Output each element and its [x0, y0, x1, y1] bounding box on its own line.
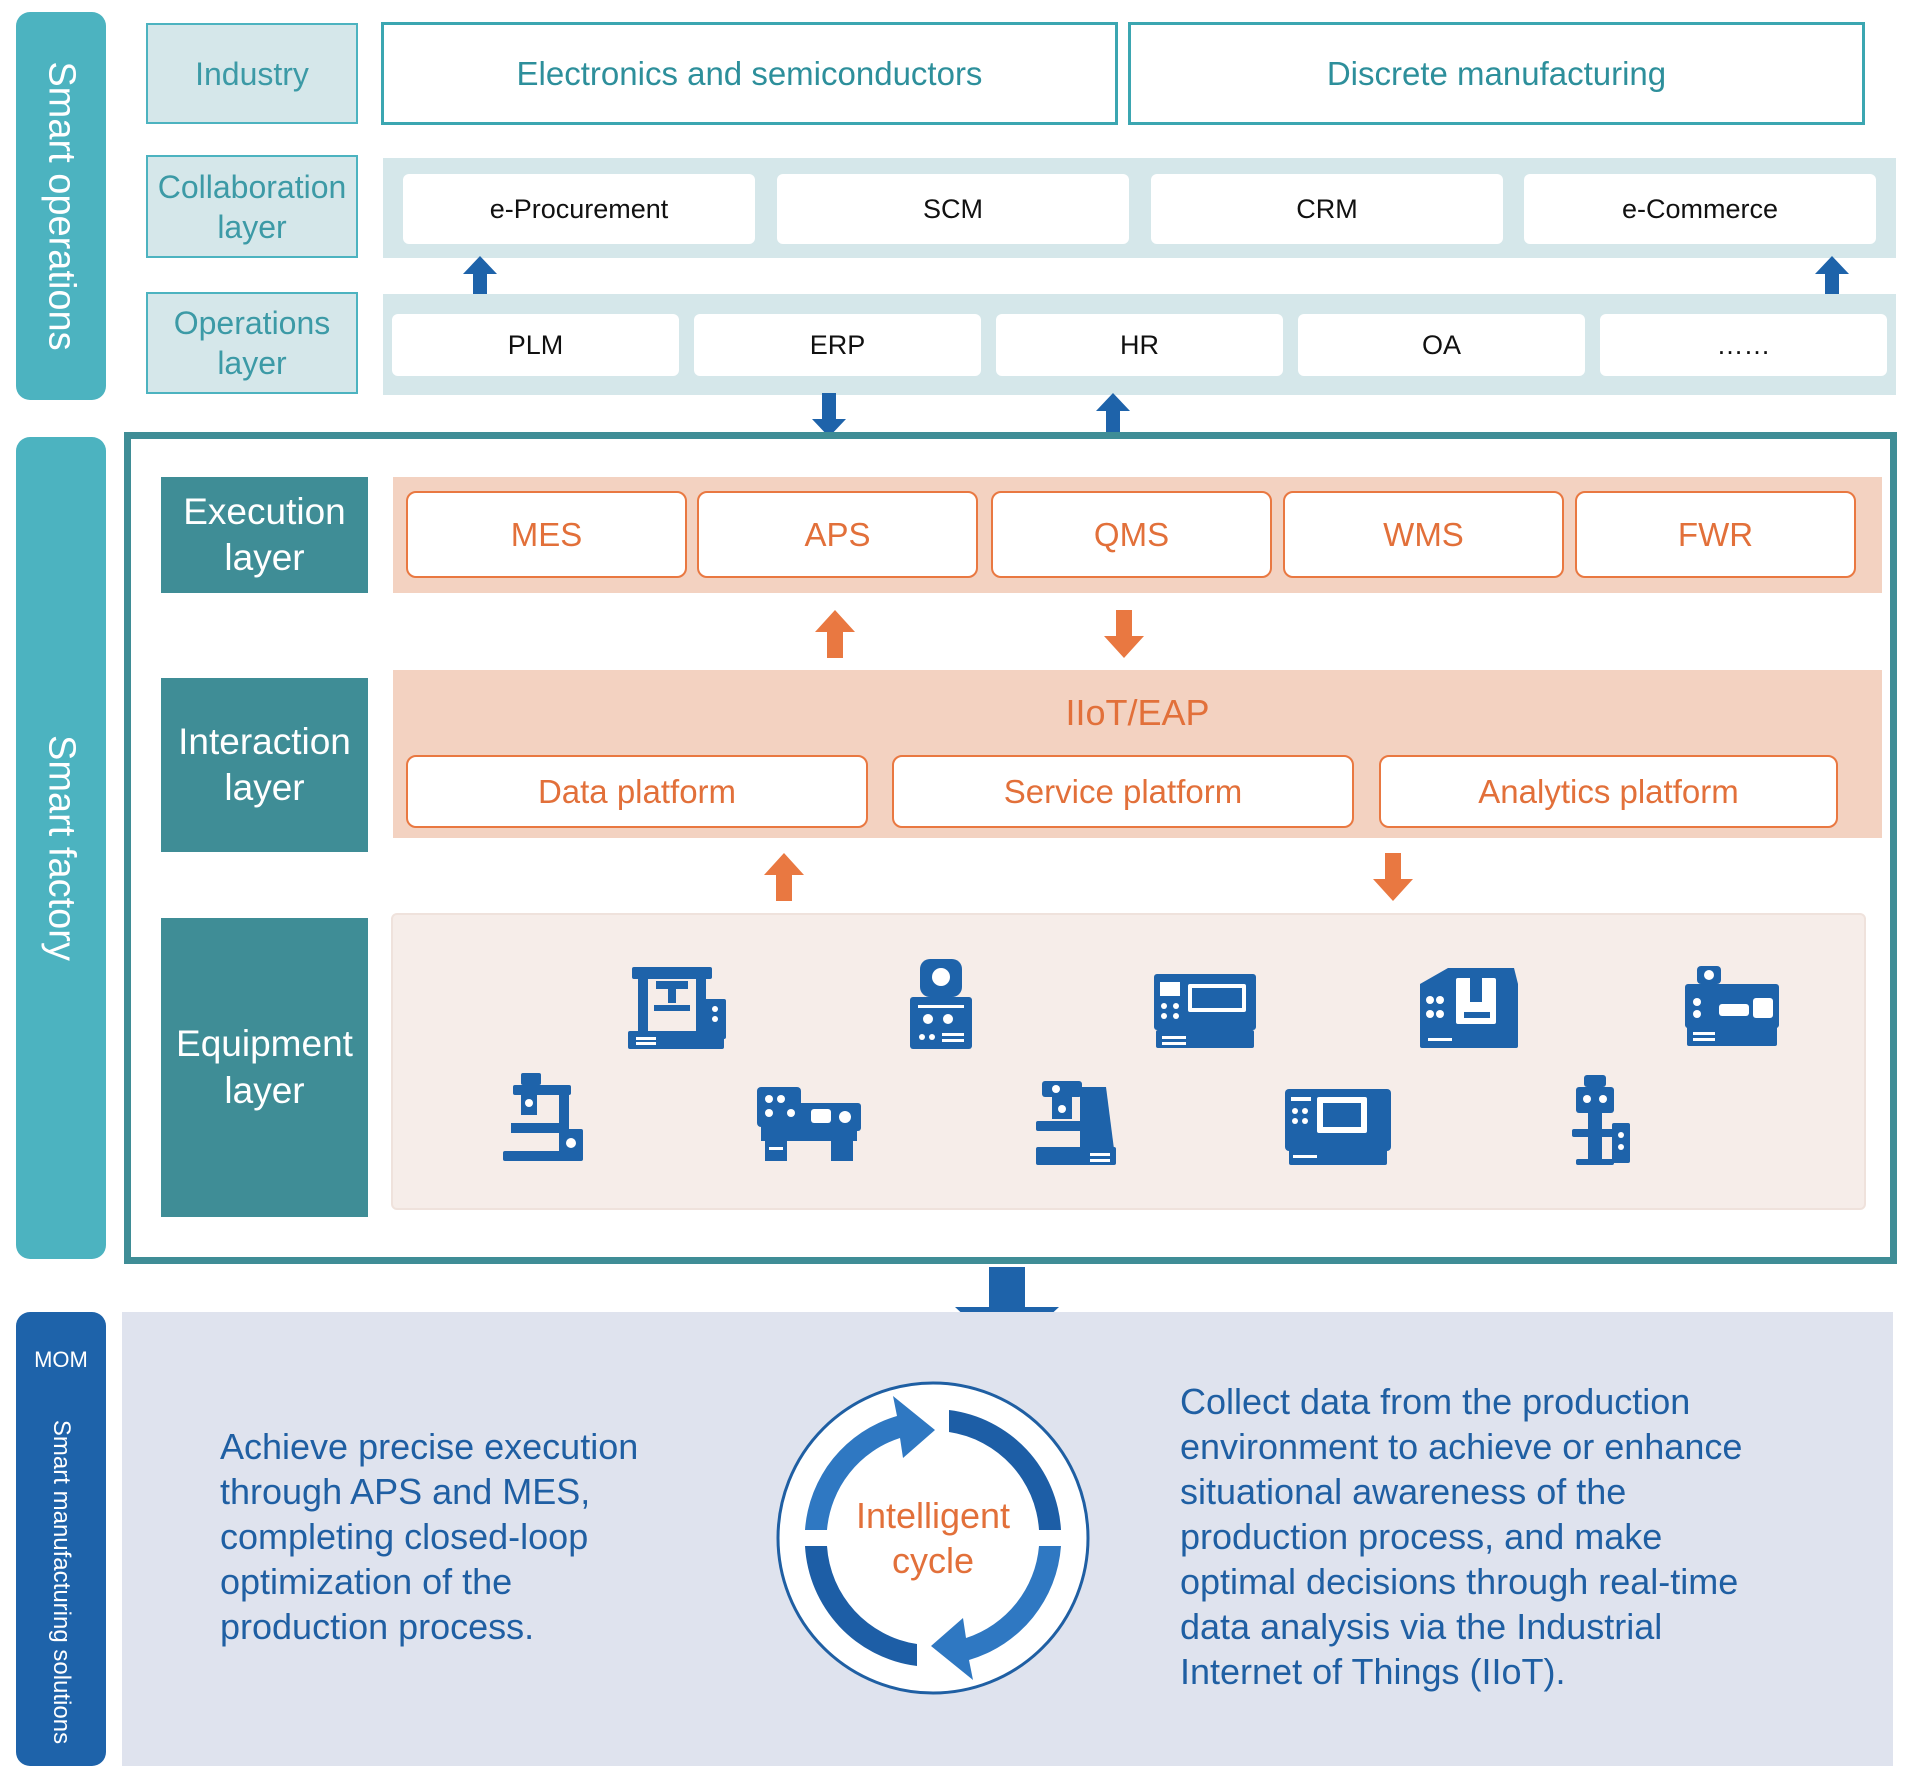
mom-right-line: data analysis via the Industrial	[1180, 1606, 1663, 1647]
execution-label: Execution layer	[161, 477, 368, 593]
mom-right-line: Collect data from the production	[1180, 1381, 1691, 1422]
e-commerce-box: e-Commerce	[1524, 174, 1876, 244]
mom-right-line: Internet of Things (IIoT).	[1180, 1651, 1566, 1692]
mom-left-line: through APS and MES,	[220, 1471, 591, 1512]
mom-right-text: Collect data from the production environ…	[1180, 1379, 1880, 1694]
iiot-eap-title: IIoT/EAP	[1065, 692, 1210, 733]
inspection-machine-icon	[910, 959, 972, 1049]
interaction-label-line2: layer	[224, 767, 305, 808]
mom-right-line: situational awareness of the	[1180, 1471, 1627, 1512]
interaction-label-line1: Interaction	[178, 720, 351, 762]
mom-label: MOM	[34, 1347, 88, 1372]
cnc-center-icon	[1285, 1089, 1391, 1165]
equipment-label: Equipment layer	[161, 918, 368, 1217]
press-machine-icon	[628, 967, 726, 1049]
vertical-drill-icon	[1572, 1075, 1630, 1165]
mom-left-line: production process.	[220, 1606, 535, 1647]
arrow-up-icon	[764, 853, 804, 901]
aps-box: APS	[697, 491, 978, 578]
smart-manufacturing-label: Smart manufacturing solutions	[48, 1419, 75, 1745]
operations-label: Operations layer	[146, 292, 358, 394]
mom-left-text: Achieve precise execution through APS an…	[220, 1424, 740, 1649]
oa-box: OA	[1298, 314, 1585, 376]
operations-label-line1: Operations	[173, 305, 331, 341]
drilling-machine-icon	[503, 1073, 583, 1161]
mom-left-line: Achieve precise execution	[220, 1426, 639, 1467]
smart-factory-label: Smart factory	[40, 735, 83, 961]
erp-box: ERP	[694, 314, 981, 376]
equipment-label-line2: layer	[224, 1069, 305, 1111]
mom-left-line: optimization of the	[220, 1561, 513, 1602]
wms-box: WMS	[1283, 491, 1564, 578]
mom-left-line: completing closed-loop	[220, 1516, 589, 1557]
industry-label: Industry	[146, 23, 358, 124]
arrow-up-icon	[815, 610, 855, 658]
hr-box: HR	[996, 314, 1283, 376]
intelligent-cycle-label: Intelligent cycle	[830, 1490, 1036, 1586]
arrow-down-icon	[955, 1267, 1059, 1355]
industry-discrete: Discrete manufacturing	[1128, 22, 1865, 125]
machining-center-icon	[1420, 968, 1518, 1048]
mom-sidebar: MOM Smart manufacturing solutions	[16, 1312, 106, 1766]
arrow-up-icon	[463, 256, 497, 300]
arrow-down-icon	[812, 393, 846, 437]
cycle-line2: cycle	[891, 1540, 975, 1581]
scm-box: SCM	[777, 174, 1129, 244]
data-platform-box: Data platform	[406, 755, 868, 828]
arrow-up-icon	[1815, 256, 1849, 300]
execution-label-line1: Execution	[183, 490, 346, 532]
execution-label-line2: layer	[224, 537, 305, 578]
mes-box: MES	[406, 491, 687, 578]
operations-label-line2: layer	[217, 345, 287, 381]
cnc-lathe-icon	[1154, 974, 1256, 1048]
cycle-line1: Intelligent	[855, 1495, 1011, 1536]
fwr-box: FWR	[1575, 491, 1856, 578]
collaboration-label: Collaboration layer	[146, 155, 358, 258]
industry-electronics: Electronics and semiconductors	[381, 22, 1118, 125]
plm-box: PLM	[392, 314, 679, 376]
engine-lathe-icon	[757, 1087, 861, 1161]
mom-right-line: environment to achieve or enhance	[1180, 1426, 1743, 1467]
smart-operations-label: Smart operations	[40, 61, 83, 351]
e-procurement-box: e-Procurement	[403, 174, 755, 244]
smart-operations-sidebar: Smart operations	[16, 12, 106, 400]
qms-box: QMS	[991, 491, 1272, 578]
equipment-area	[391, 913, 1866, 1210]
more-box: ……	[1600, 314, 1887, 376]
arrow-down-icon	[1104, 610, 1144, 658]
collaboration-label-line1: Collaboration	[157, 168, 347, 205]
analytics-platform-box: Analytics platform	[1379, 755, 1838, 828]
smart-factory-sidebar: Smart factory	[16, 437, 106, 1259]
equipment-label-line1: Equipment	[176, 1023, 353, 1065]
arrow-down-icon	[1373, 853, 1413, 901]
service-platform-box: Service platform	[892, 755, 1354, 828]
arrow-up-icon	[1096, 393, 1130, 437]
milling-machine-icon	[1036, 1081, 1116, 1165]
crm-box: CRM	[1151, 174, 1503, 244]
interaction-label: Interaction layer	[161, 678, 368, 852]
collaboration-label-line2: layer	[217, 208, 287, 245]
lathe-icon	[1685, 966, 1779, 1046]
intelligent-cycle-icon	[776, 1381, 1090, 1695]
mom-right-line: production process, and make	[1180, 1516, 1663, 1557]
mom-right-line: optimal decisions through real-time	[1180, 1561, 1739, 1602]
